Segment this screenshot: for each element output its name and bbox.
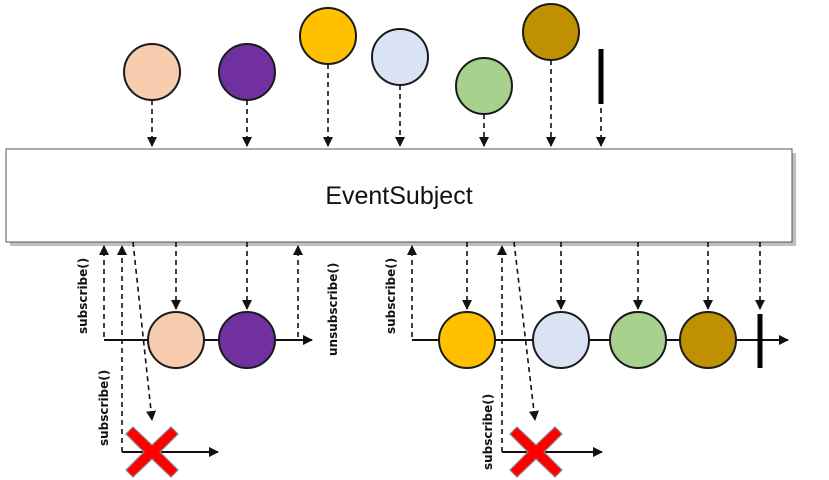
received-event-purple [218,311,276,369]
subscribe-label-4: subscribe() [481,394,495,470]
received-event-gold [438,311,496,369]
subscribe-label-3: subscribe() [384,258,398,334]
error-arrow-1 [132,241,157,421]
error-arrow-2 [513,241,539,421]
error-icon-1 [125,426,179,478]
received-event-peach [147,311,205,369]
source-event-gold [299,7,357,65]
source-events [123,3,604,115]
error-icon-2 [509,426,563,478]
source-event-purple [218,43,276,101]
received-event-light-green [609,311,667,369]
subscriber-3: subscribe() [384,242,789,369]
source-event-light-green [455,57,513,115]
subscribe-label-2: subscribe() [97,370,111,446]
source-to-subject-arrows [147,60,606,147]
source-event-peach [123,43,181,101]
subscriber-1: subscribe() unsubscribe() [76,242,340,369]
source-event-dark-gold [522,3,580,61]
event-subject-box: EventSubject [5,148,796,246]
event-subject-label: EventSubject [325,182,472,210]
subscriber-4: subscribe() [481,241,603,478]
source-event-light-blue [371,28,429,86]
received-event-light-blue [532,311,590,369]
received-event-dark-gold [679,311,737,369]
unsubscribe-label: unsubscribe() [326,263,340,356]
subscriber-2: subscribe() [97,241,219,478]
subscribe-label-1: subscribe() [76,258,90,334]
